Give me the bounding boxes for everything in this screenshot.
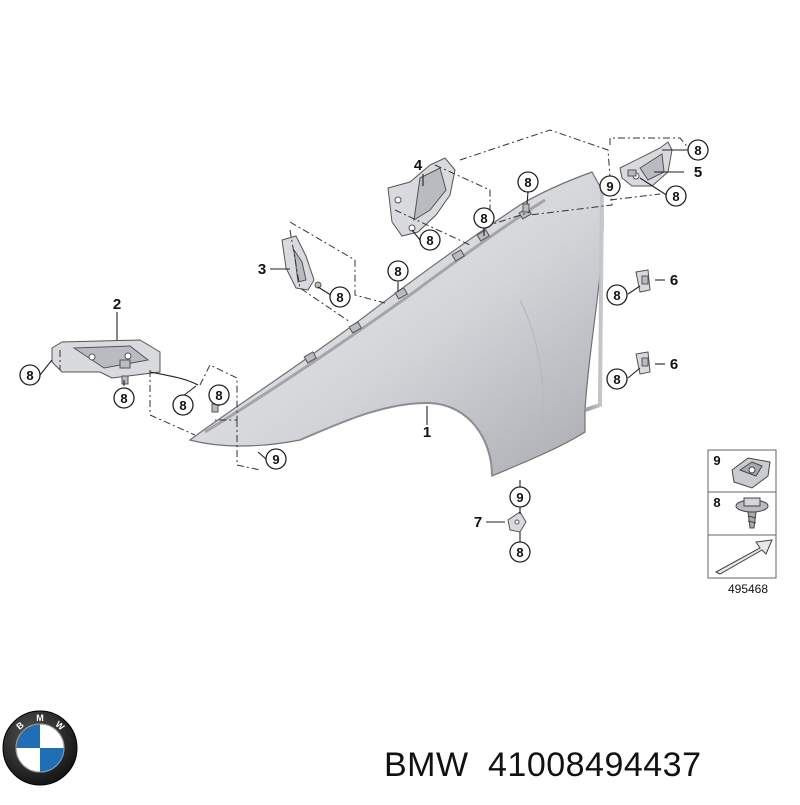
svg-text:8: 8 [120,391,127,406]
callout-8: 8 [387,260,409,282]
svg-text:M: M [36,713,44,723]
svg-text:8: 8 [426,233,433,248]
svg-text:8: 8 [480,211,487,226]
callout-8: 8 [517,171,539,193]
bracket-part-4 [387,157,456,237]
svg-text:8: 8 [336,290,343,305]
callout-8: 8 [665,185,687,207]
svg-text:B: B [14,719,26,731]
label-part-1: 1 [423,424,431,441]
fender-panel [188,171,604,477]
legend-label-8: 8 [713,495,720,510]
label-part-4: 4 [414,157,423,174]
callout-9: 9 [509,486,531,508]
callout-8: 8 [19,364,41,386]
callout-8: 8 [172,394,194,416]
svg-text:8: 8 [672,189,679,204]
callouts: 8 8 9 8 8 8 8 8 8 8 8 8 8 8 9 9 8 [19,139,709,563]
callout-8: 8 [606,284,628,306]
callout-8: 8 [473,207,495,229]
part-labels: 2 3 4 5 6 6 1 7 [113,157,702,531]
svg-text:8: 8 [26,368,33,383]
diagram-reference-number: 495468 [728,582,768,596]
callout-8: 8 [606,368,628,390]
legend-label-9: 9 [713,453,720,468]
label-part-3: 3 [258,261,266,278]
svg-text:8: 8 [516,545,523,560]
svg-text:9: 9 [516,490,523,505]
svg-text:9: 9 [606,179,613,194]
label-part-6-lower: 6 [670,356,678,373]
fastener-legend: 9 8 [707,449,777,579]
clip-part-6-lower [635,351,651,375]
label-part-2: 2 [113,296,121,313]
alignment-lines [59,129,691,471]
screw-icon [735,497,769,529]
callout-9: 9 [265,448,287,470]
callout-8: 8 [113,387,135,409]
speed-nut-icon [731,457,771,489]
svg-text:8: 8 [215,388,222,403]
svg-text:9: 9 [272,452,279,467]
arrow-icon [714,539,773,575]
bracket-part-2 [51,339,199,386]
bracket-part-5 [619,141,673,187]
svg-text:8: 8 [394,264,401,279]
callout-8: 8 [687,139,709,161]
clip-part-7 [507,511,527,533]
bmw-logo: B M W [2,710,78,786]
fasteners [121,169,637,413]
part-number: 41008494437 [488,746,702,784]
callout-8: 8 [208,384,230,406]
callout-9: 9 [599,175,621,197]
clip-part-6-upper [635,269,651,293]
svg-text:8: 8 [179,398,186,413]
label-part-6-upper: 6 [670,272,678,289]
svg-text:8: 8 [613,288,620,303]
svg-text:8: 8 [524,175,531,190]
callout-8: 8 [509,541,531,563]
svg-text:8: 8 [694,143,701,158]
brand-name: BMW [384,746,469,784]
leader-lines [39,149,688,542]
label-part-5: 5 [694,164,702,181]
callout-8: 8 [329,286,351,308]
svg-text:8: 8 [613,372,620,387]
bracket-part-3 [281,235,322,291]
callout-8: 8 [419,229,441,251]
label-part-7: 7 [474,514,482,531]
